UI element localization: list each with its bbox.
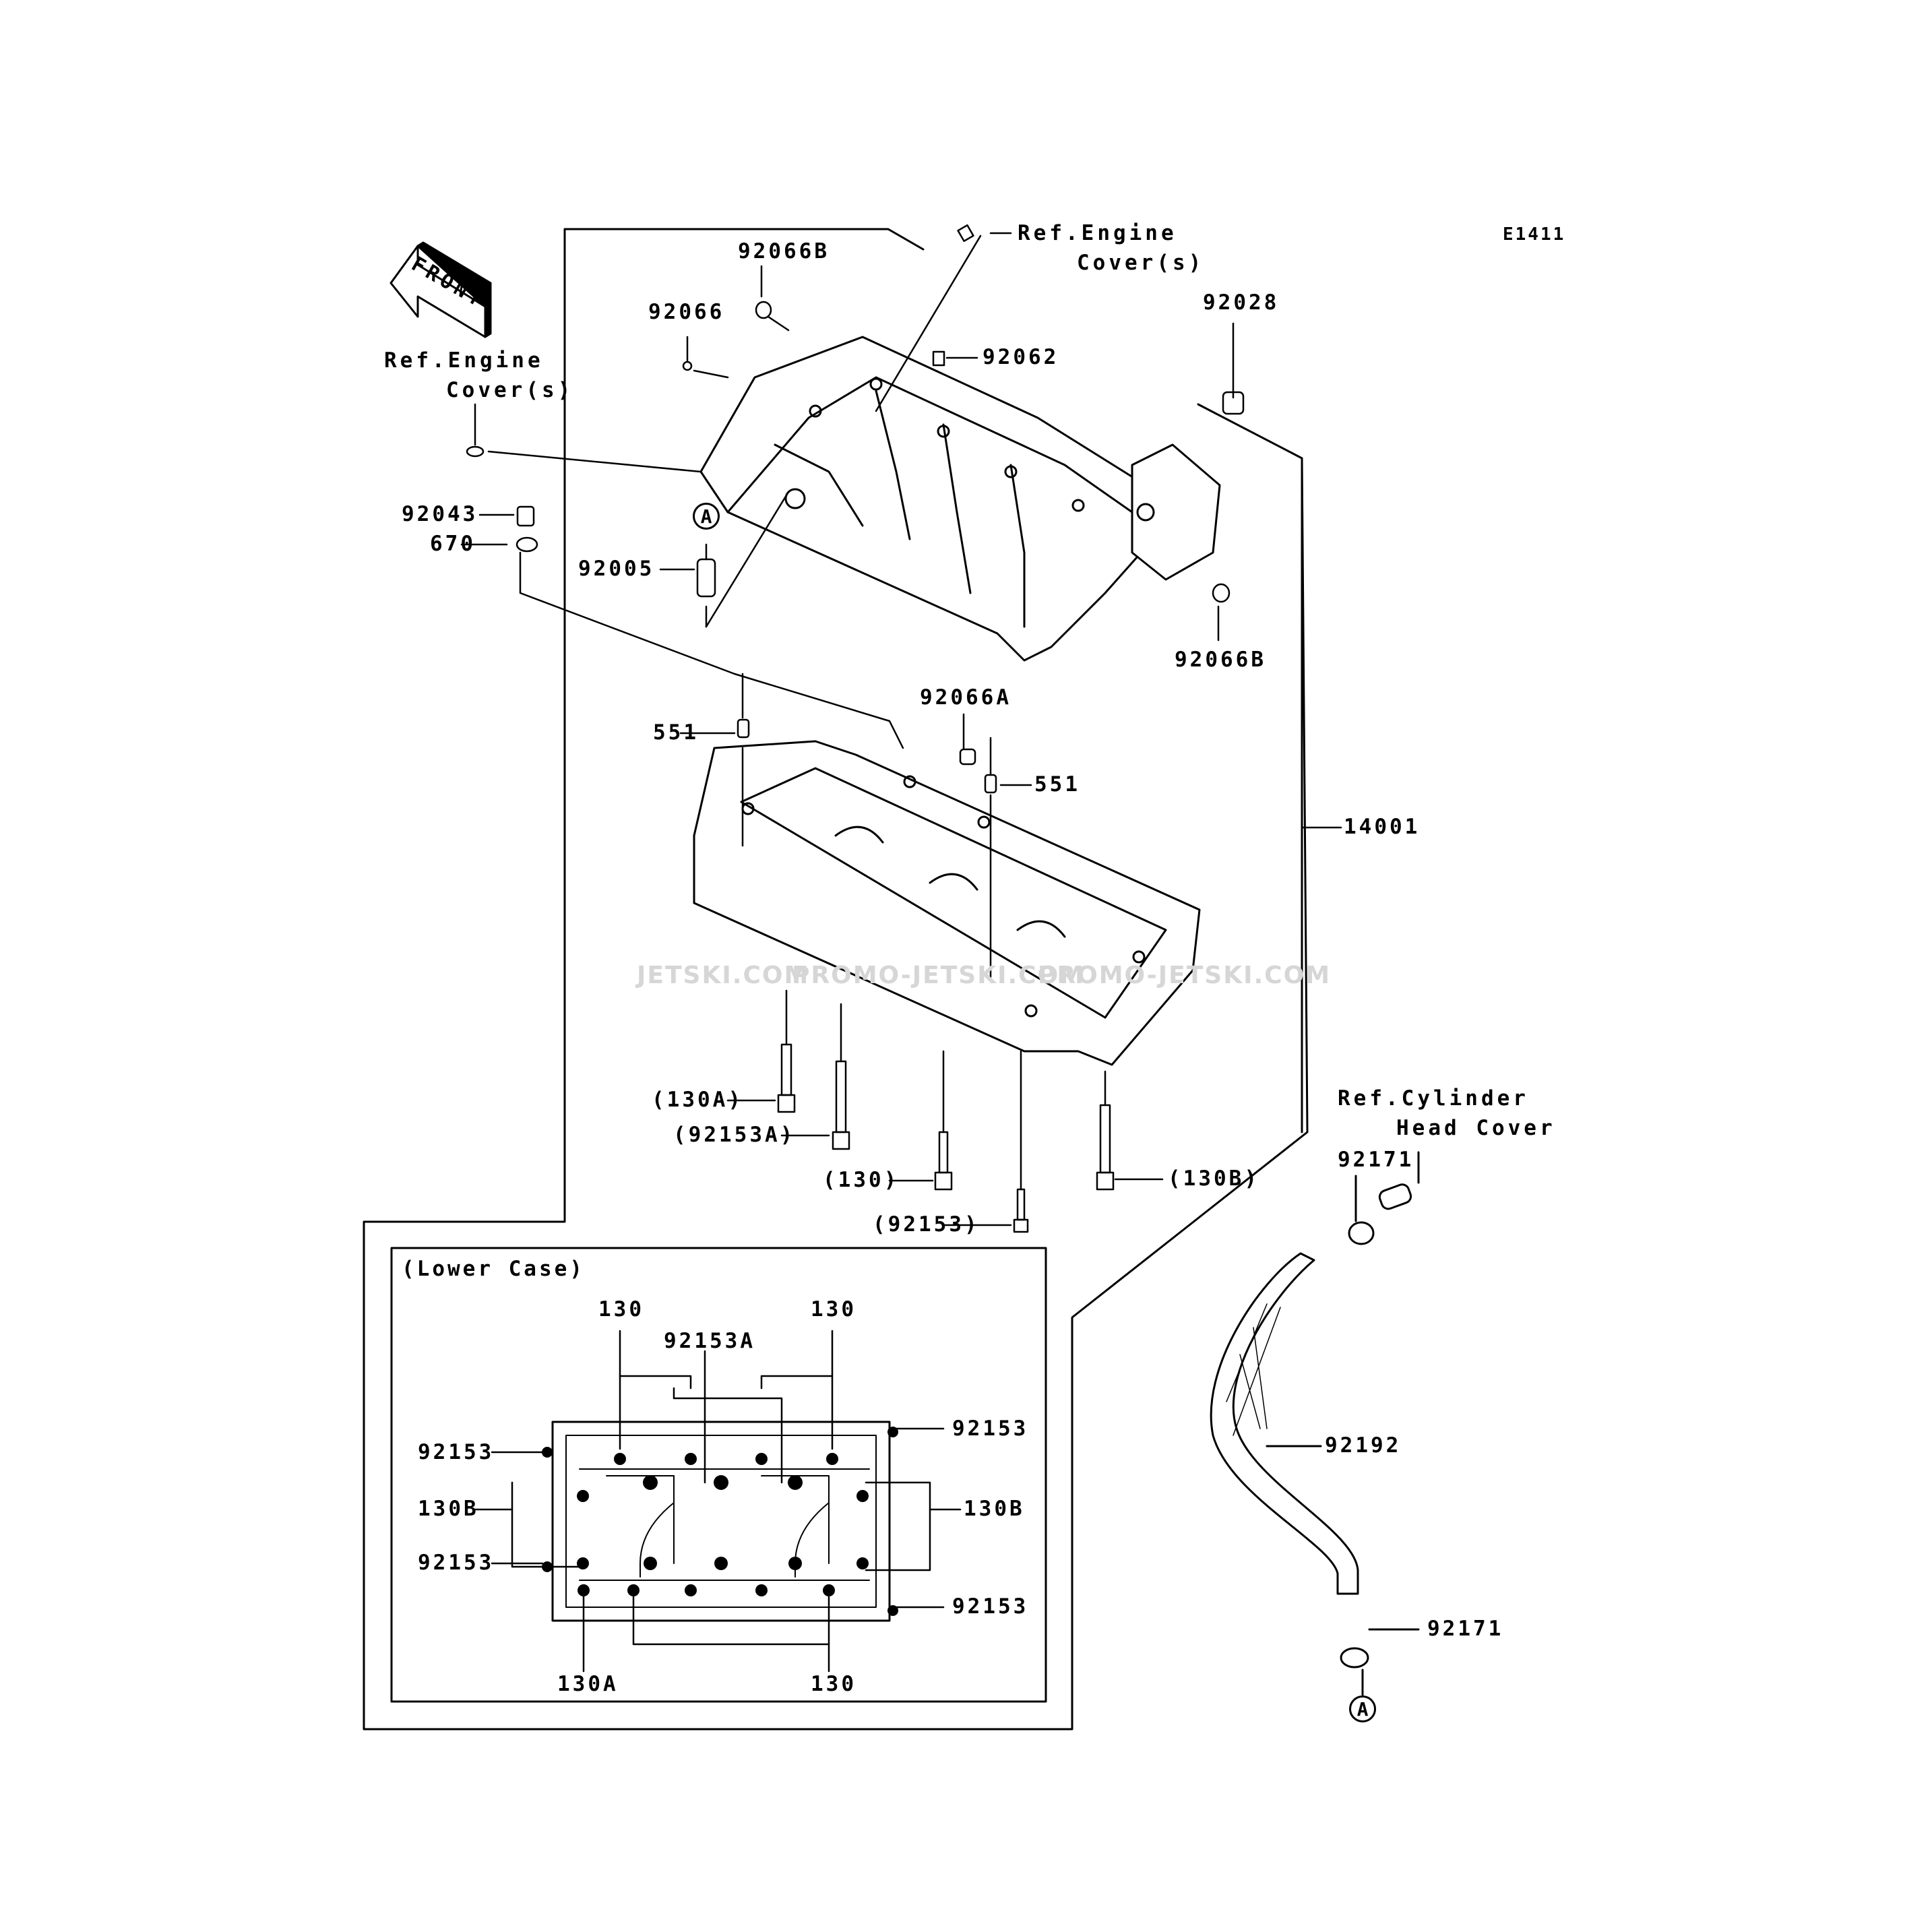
ref-engine-cover-left-1[interactable]: Ref.Engine [384, 348, 544, 373]
connector-a-bottom: A [1349, 1695, 1376, 1722]
lc-130B-right[interactable]: 130B [964, 1497, 1025, 1521]
crankcase-bolts [726, 989, 1164, 1233]
upper-crankcase [699, 336, 1221, 662]
part-130B[interactable]: (130B) [1168, 1166, 1259, 1191]
lc-130-top-right[interactable]: 130 [811, 1297, 856, 1321]
lc-92153-right-top[interactable]: 92153 [952, 1416, 1029, 1441]
lower-case-title: (Lower Case) [402, 1257, 585, 1281]
lc-130B-left[interactable]: 130B [418, 1497, 479, 1521]
part-92028[interactable]: 92028 [1203, 290, 1280, 315]
lc-92153-right-bottom[interactable]: 92153 [952, 1594, 1029, 1619]
watermark-jetski: JETSKI.COM [637, 962, 810, 989]
part-14001[interactable]: 14001 [1344, 815, 1421, 839]
part-551-left[interactable]: 551 [653, 720, 699, 745]
lc-92153-left-top[interactable]: 92153 [418, 1440, 495, 1464]
part-92005[interactable]: 92005 [578, 557, 655, 581]
leader-lines [460, 232, 1342, 978]
part-92171-top[interactable]: 92171 [1338, 1148, 1414, 1172]
assembly-frame [363, 228, 1309, 1731]
part-92066B-bottom[interactable]: 92066B [1175, 648, 1266, 672]
part-92153A[interactable]: (92153A) [673, 1123, 796, 1147]
part-92066A[interactable]: 92066A [920, 685, 1011, 710]
front-arrow-icon [389, 241, 492, 338]
part-130A[interactable]: (130A) [652, 1088, 743, 1112]
lc-92153A[interactable]: 92153A [664, 1329, 755, 1353]
ref-engine-cover-top-1[interactable]: Ref.Engine [1018, 221, 1177, 245]
part-92062[interactable]: 92062 [983, 345, 1059, 369]
part-92043[interactable]: 92043 [402, 502, 478, 526]
lc-130-top-left[interactable]: 130 [598, 1297, 644, 1321]
part-92192[interactable]: 92192 [1325, 1433, 1402, 1458]
small-parts [466, 224, 1245, 794]
diagram-code: E1411 [1503, 224, 1566, 245]
lc-92153-left-bottom[interactable]: 92153 [418, 1551, 495, 1575]
ref-engine-cover-left-2[interactable]: Cover(s) [446, 378, 574, 402]
lc-130A-bottom[interactable]: 130A [557, 1672, 619, 1696]
part-92171-bottom[interactable]: 92171 [1427, 1617, 1504, 1641]
part-551-right[interactable]: 551 [1034, 772, 1080, 797]
lower-crankcase [693, 740, 1201, 1066]
part-92066B-top[interactable]: 92066B [738, 239, 830, 263]
connector-a-top: A [693, 503, 720, 530]
lower-case-inset [390, 1247, 1047, 1703]
part-92066[interactable]: 92066 [648, 300, 725, 324]
ref-engine-cover-top-2[interactable]: Cover(s) [1077, 251, 1205, 275]
breather-hose [1210, 1151, 1420, 1696]
part-92153[interactable]: (92153) [873, 1212, 980, 1237]
ref-cylinder-head-1[interactable]: Ref.Cylinder [1338, 1086, 1529, 1111]
ref-cylinder-head-2[interactable]: Head Cover [1396, 1116, 1556, 1140]
watermark-promo-jetski-1: PROMO-JETSKI.COM [792, 962, 1086, 989]
watermark-promo-jetski-2: PROMO-JETSKI.COM [1038, 962, 1332, 989]
part-130[interactable]: (130) [823, 1168, 900, 1192]
part-670[interactable]: 670 [430, 532, 476, 556]
lc-130-bottom[interactable]: 130 [811, 1672, 856, 1696]
